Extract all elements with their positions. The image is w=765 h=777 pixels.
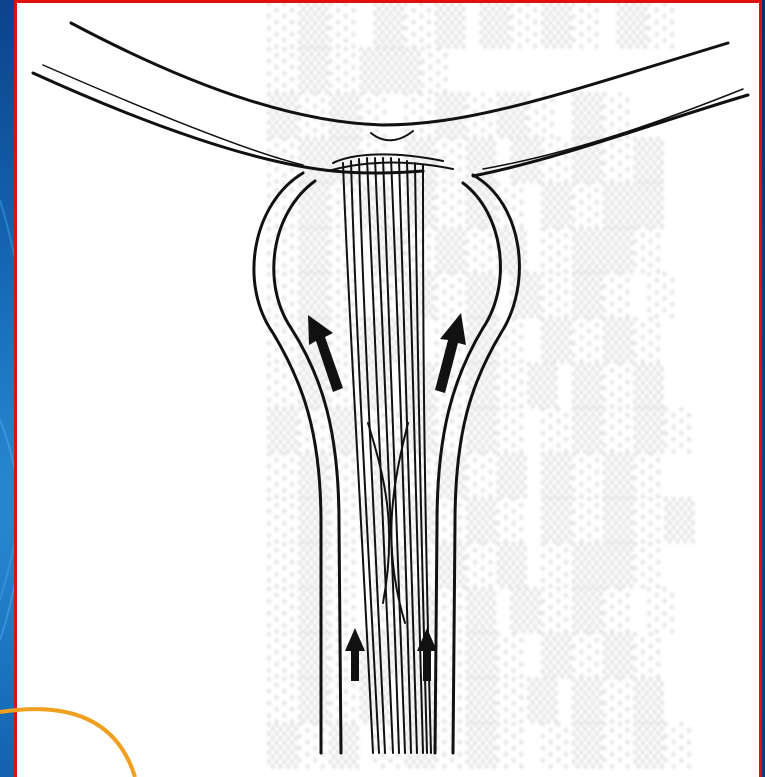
accent-arc — [0, 0, 765, 777]
